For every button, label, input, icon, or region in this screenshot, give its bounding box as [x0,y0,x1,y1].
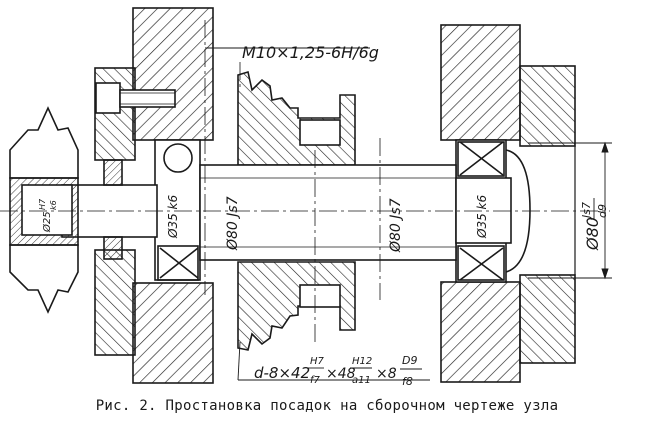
housing-fit-num: Js7 [580,202,593,220]
spline-fit1-den: f7 [310,375,321,386]
spline-fit3-den: f8 [402,375,413,388]
housing-fit-prefix: Ø80 [583,217,602,251]
spline-gear [237,70,356,351]
right-bearing-fit: Ø35 k6 [475,195,489,239]
sprocket-fit-den: k6 [49,200,58,210]
spline-callout: d-8×42 H7 f7 ×48 H12 a11 ×8 D9 f8 [254,354,422,388]
dimension-lines [205,47,612,381]
right-housing-wall [440,24,576,383]
shaft [61,164,512,261]
left-housing-wall [94,7,214,384]
left-bearing-fit: Ø35 k6 [166,195,180,239]
spline-prefix: d-8×42 [254,364,310,382]
spline-fit3-num: D9 [402,354,417,367]
sprocket-fit-num: H7 [38,198,47,210]
shaft-fit-left: Ø80 Js7 [225,196,241,251]
spline-mid1: ×48 [326,366,356,382]
figure-caption: Рис. 2. Простановка посадок на сборочном… [95,398,559,414]
housing-fit-den: d9 [596,204,609,218]
spline-mid2: ×8 [376,366,397,382]
housing-fit-label: Ø80 Js7 d9 [580,198,609,251]
spline-fit2-den: a11 [352,375,371,386]
seal [103,159,123,260]
spline-fit1-num: H7 [310,356,325,367]
sprocket [9,106,79,314]
thread-callout: M10×1,25-6H/6g [242,43,379,62]
sprocket-fit-label: Ø25 H7 k6 [38,198,58,233]
bolt [95,82,176,114]
sprocket-fit-prefix: Ø25 [41,211,53,233]
axis-lines [0,20,610,345]
shaft-fit-right: Ø80 Js7 [388,198,404,253]
spline-fit2-num: H12 [352,356,372,367]
